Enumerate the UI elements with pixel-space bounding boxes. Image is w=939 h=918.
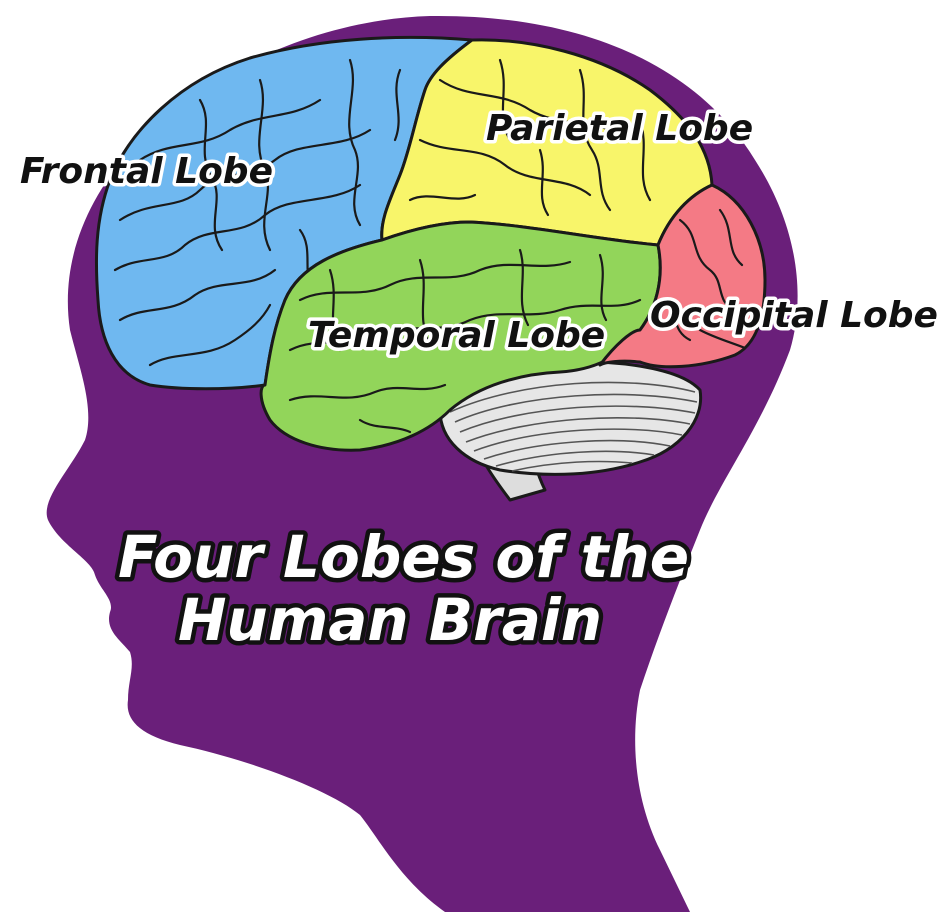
occipital-lobe-label: Occipital Lobe xyxy=(650,295,938,336)
temporal-lobe-label: Temporal Lobe xyxy=(308,315,605,356)
parietal-lobe-label: Parietal Lobe xyxy=(486,108,753,149)
frontal-lobe-label: Frontal Lobe xyxy=(20,151,273,192)
diagram-title-line-1: Four Lobes of the xyxy=(118,523,689,591)
diagram-title-line-2: Human Brain xyxy=(178,586,602,654)
